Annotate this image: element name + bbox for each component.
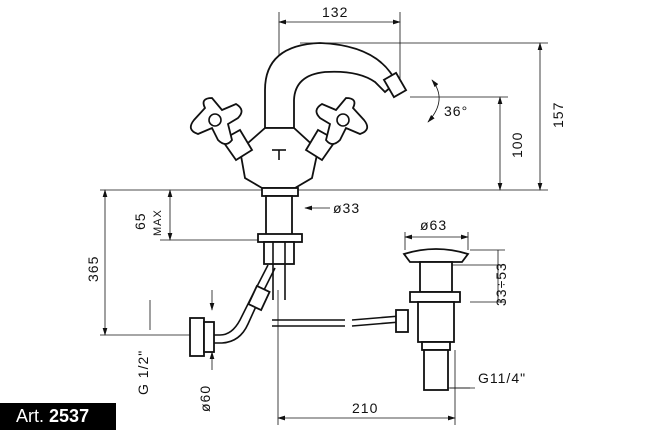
pop-up-waste: [395, 248, 470, 391]
faucet-body: [189, 42, 408, 197]
article-number: 2537: [49, 406, 90, 426]
dim-rosette-diameter: ø60: [197, 385, 213, 412]
dimension-lines: [102, 19, 543, 421]
shank-and-fittings: [189, 195, 401, 357]
dim-waste-thread: G11/4": [478, 370, 526, 386]
dim-waste-height: 33÷53: [493, 262, 509, 306]
dim-waste-distance: 210: [352, 400, 378, 416]
dim-inlet-thread: G 1/2": [135, 350, 151, 395]
dim-overall-depth: 365: [85, 256, 101, 282]
dim-spout-height: 100: [509, 132, 525, 158]
article-prefix: Art.: [16, 406, 45, 426]
dim-spout-reach: 132: [322, 4, 348, 20]
article-label: Art. 2537: [0, 403, 116, 430]
dim-shank-diameter: ø33: [333, 200, 360, 216]
extension-lines: [100, 12, 548, 425]
dim-swivel-angle: 36°: [444, 103, 468, 119]
dim-max-thickness: 65: [132, 212, 148, 230]
dim-total-height: 157: [550, 102, 566, 128]
dim-max-label: MAX: [152, 209, 164, 236]
dim-waste-diameter: ø63: [420, 217, 447, 233]
